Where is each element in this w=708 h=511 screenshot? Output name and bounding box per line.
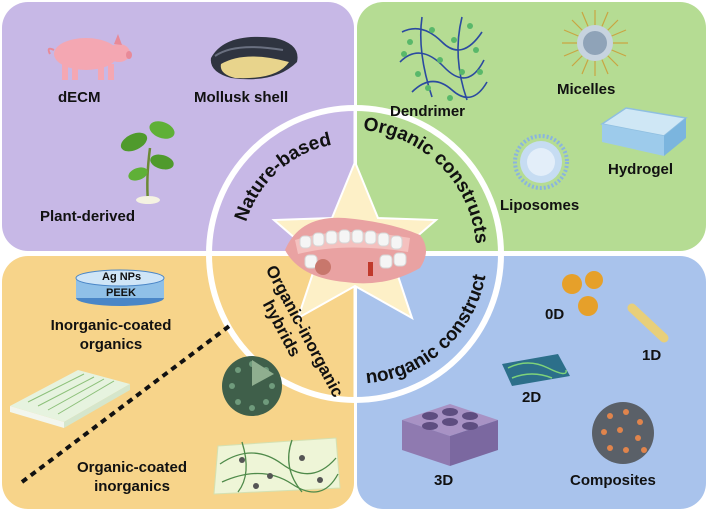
dendrimer-icon [399,16,488,101]
composites-label: Composites [570,472,656,489]
peek-disc-icon [75,269,165,306]
plant-derived-label: Plant-derived [40,208,136,225]
coated-sheet-icon [10,370,130,428]
pig-icon [47,34,132,80]
hydrogel-label: Hydrogel [608,161,674,178]
2d-label: 2D [522,389,542,406]
liposomes-label: Liposomes [500,197,580,214]
liposome-icon [513,134,569,190]
teeth-model-icon [285,217,426,284]
porous-scaffold-icon [402,404,498,466]
decm-label: dECM [58,89,101,106]
nanorod-icon [627,303,669,343]
coated-sphere-icon [222,356,282,416]
inorganic-coated-organics-label: Inorganic-coated organics [50,317,172,353]
plant-icon [120,121,175,204]
hydrogel-icon [600,107,688,156]
mollusk-shell-label: Mollusk shell [194,89,289,106]
ag-nps-label: Ag NPs [102,271,142,283]
organic-coated-inorganics-label: Organic-coated inorganics [76,459,188,495]
composite-sphere-icon [592,402,654,464]
1d-label: 1D [642,347,662,364]
peek-label: PEEK [106,287,136,299]
0d-label: 0D [545,306,565,323]
micelles-label: Micelles [557,81,616,98]
fiber-network-icon [213,437,341,495]
mussel-shell-icon [210,36,298,80]
nature-based-panel [2,2,354,251]
dendrimer-label: Dendrimer [390,103,466,120]
3d-label: 3D [434,472,454,489]
nanoparticles-icon [562,271,603,316]
micelle-icon [562,10,628,76]
nanosheet-icon [502,354,570,386]
